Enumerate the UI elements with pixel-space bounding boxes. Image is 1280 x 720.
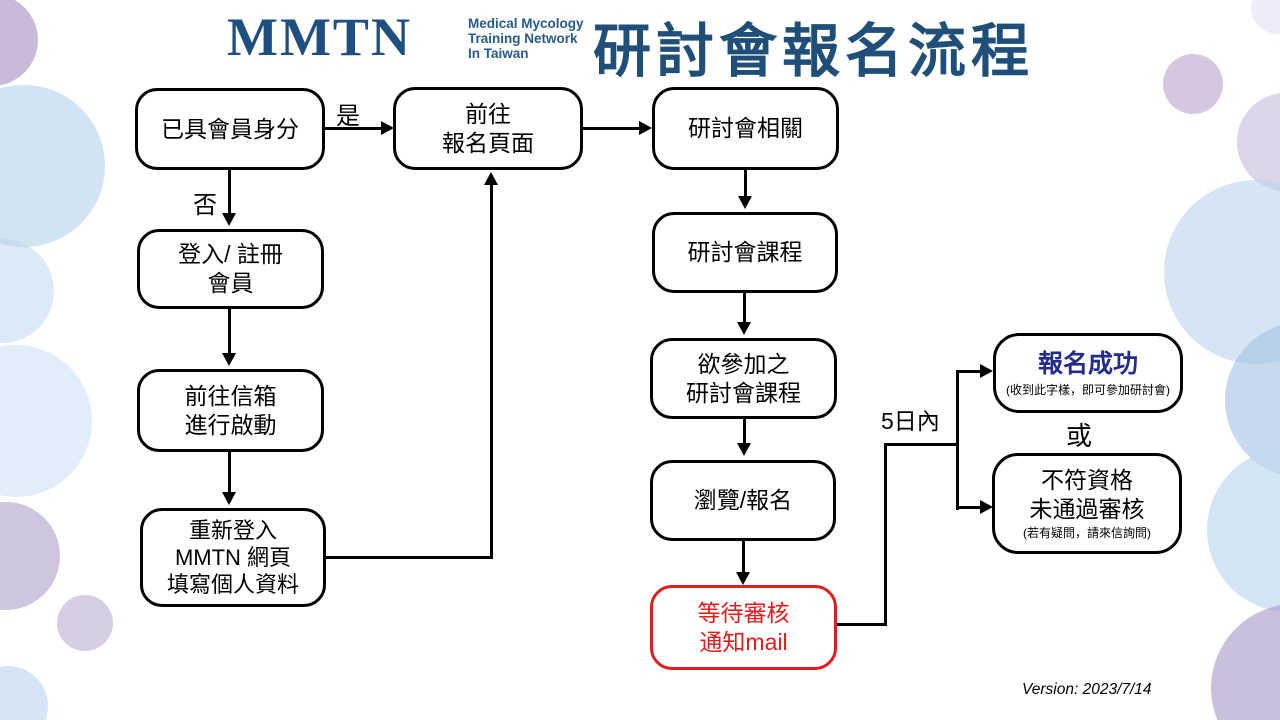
arrowhead (639, 121, 652, 135)
node-member-status: 已具會員身分 (135, 88, 325, 170)
node-text: 研討會課程 (686, 379, 801, 406)
decor-circle (0, 502, 60, 610)
node-login-register: 登入/ 註冊 會員 (137, 229, 324, 309)
arrowhead (222, 213, 236, 226)
node-text: 不符資格 (1041, 467, 1133, 494)
decor-circle (0, 0, 38, 86)
node-text: 等待審核 (697, 599, 790, 626)
decor-circle (1207, 448, 1280, 612)
node-seminar-related: 研討會相關 (652, 87, 839, 170)
label-no: 否 (193, 192, 217, 219)
arrowhead (738, 196, 752, 209)
edge-related-to-courses (744, 170, 747, 197)
decor-circle (1237, 93, 1280, 191)
arrowhead (484, 172, 498, 185)
edge-wait-to-branch (884, 443, 959, 446)
label-yes: 是 (336, 103, 360, 130)
arrowhead (222, 353, 236, 366)
edge-relogin-to-registration (325, 556, 492, 559)
edge-browse-to-wait (742, 540, 745, 573)
decor-circle (57, 595, 113, 651)
arrowhead (736, 572, 750, 585)
mmtn-logo-subtitle: Medical Mycology Training Network In Tai… (468, 16, 584, 61)
node-not-qualified: 不符資格 未通過審核 (若有疑問，請來信詢問) (992, 453, 1182, 554)
edge-mailbox-to-relogin (228, 452, 231, 492)
logo-subtitle-line: Medical Mycology (468, 16, 584, 31)
node-text: 欲參加之 (697, 350, 790, 377)
arrowhead (737, 322, 751, 335)
arrowhead (381, 121, 394, 135)
page-title: 研討會報名流程 (593, 19, 1035, 84)
edge-courses-to-desired (743, 293, 746, 323)
node-text: 前往信箱 (184, 382, 277, 409)
edge-branch-to-rejected (956, 506, 981, 509)
edge-member-yes (325, 127, 381, 130)
node-goto-registration: 前往 報名頁面 (393, 87, 583, 170)
arrowhead (980, 500, 993, 514)
arrowhead (222, 492, 236, 505)
edge-wait-to-branch (837, 623, 887, 626)
node-text: 會員 (207, 270, 254, 296)
node-note: (若有疑問，請來信詢問) (1023, 526, 1151, 541)
node-text: 未通過審核 (1029, 495, 1145, 522)
node-text: 填寫個人資料 (166, 572, 299, 598)
node-text: 前往 (465, 100, 511, 127)
edge-desired-to-browse (743, 418, 746, 444)
node-browse-register: 瀏覽/報名 (650, 460, 836, 541)
arrowhead (737, 443, 751, 456)
arrowhead (980, 364, 993, 378)
decor-circle (0, 345, 92, 497)
edge-branch-to-success (956, 370, 981, 373)
decor-circle (1211, 604, 1280, 720)
logo-subtitle-line: In Taiwan (468, 45, 529, 61)
node-text: 通知mail (699, 628, 788, 655)
node-text: 重新登入 (188, 517, 277, 543)
edge-login-to-mailbox (228, 309, 231, 353)
node-text: 已具會員身分 (161, 115, 299, 142)
decor-circle (0, 666, 48, 720)
version-text: Version: 2023/7/14 (1022, 681, 1152, 698)
node-text: 登入/ 註冊 (178, 241, 283, 268)
logo-subtitle-line: Training Network (468, 30, 578, 46)
node-text: 報名成功 (1037, 349, 1138, 378)
decor-circle (1251, 0, 1280, 34)
node-relogin: 重新登入 MMTN 網頁 填寫個人資料 (140, 508, 326, 607)
decor-circle (0, 239, 54, 343)
node-text: 研討會課程 (687, 239, 803, 266)
node-note: (收到此字樣，即可參加研討會) (1006, 382, 1170, 397)
node-text: 報名頁面 (442, 129, 534, 156)
node-registration-success: 報名成功 (收到此字樣，即可參加研討會) (993, 333, 1183, 413)
node-desired-course: 欲參加之 研討會課程 (650, 338, 837, 419)
mmtn-logo: MMTN (227, 7, 412, 67)
node-text: 研討會相關 (688, 115, 803, 142)
edge-member-no (228, 170, 231, 213)
edge-branch-spine (956, 371, 959, 510)
node-wait-review: 等待審核 通知mail (650, 585, 837, 670)
edge-wait-to-branch (884, 445, 887, 626)
node-goto-mailbox: 前往信箱 進行啟動 (137, 369, 324, 452)
node-text: 進行啟動 (184, 411, 277, 438)
decor-circle (0, 85, 105, 247)
node-text: 瀏覽/報名 (693, 487, 793, 514)
edge-registration-to-related (583, 127, 639, 130)
node-text: MMTN 網頁 (174, 544, 292, 570)
label-or: 或 (1066, 421, 1093, 451)
edge-relogin-to-registration (490, 184, 493, 559)
label-within-days: 5日內 (881, 408, 940, 434)
node-seminar-courses: 研討會課程 (652, 212, 838, 293)
decor-circle (1163, 54, 1223, 114)
